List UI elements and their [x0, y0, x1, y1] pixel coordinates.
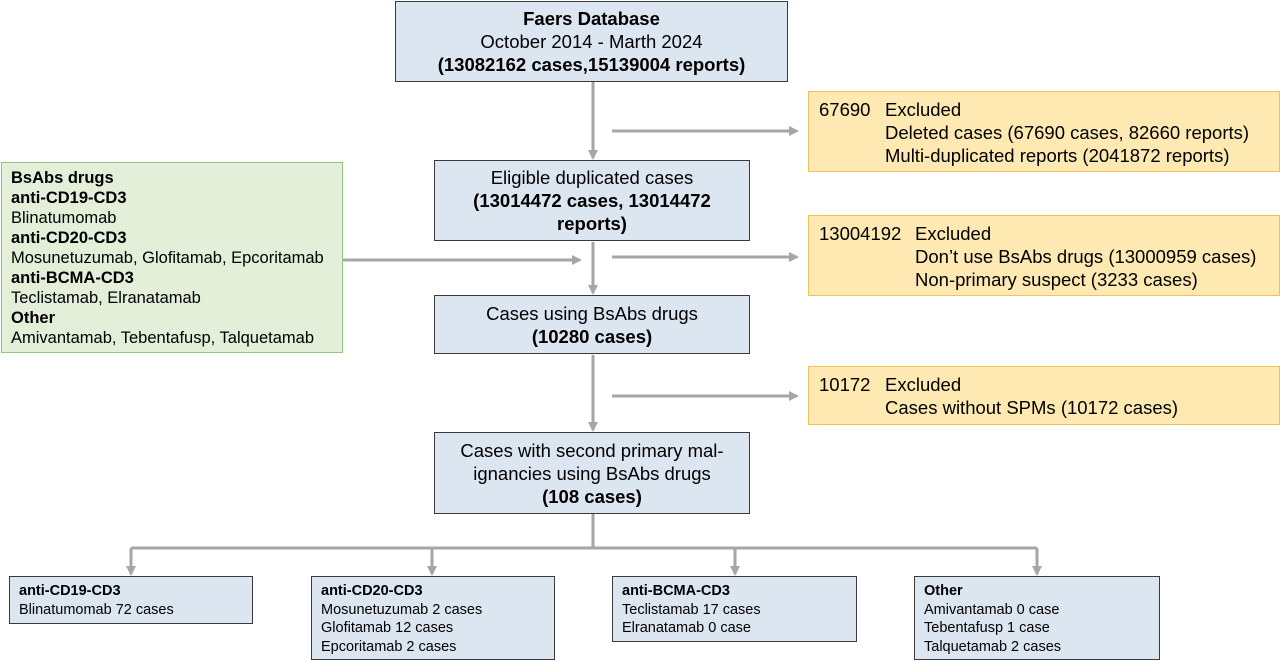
drug-group-drugs: Mosunetuzumab, Glofitamab, Epcoritamab [11, 249, 324, 267]
outcome-line: Talquetamab 2 cases [924, 638, 1062, 655]
eligible-counts: (13014472 cases, 13014472 [473, 190, 711, 211]
drug-group-name: anti-CD20-CD3 [11, 229, 127, 247]
eligible-title: Eligible duplicated cases [490, 167, 694, 188]
outcome-group-name: anti-CD19-CD3 [19, 583, 121, 599]
outcome-box-other: Other Amivantamab 0 case Tebentafusp 1 c… [914, 576, 1160, 660]
bsabs-drugs-box: BsAbs drugs anti-CD19-CD3 Blinatumomab a… [1, 162, 343, 353]
excluded-2-count: 13004192 [819, 223, 902, 244]
excluded-box-2: 13004192 Excluded Don’t use BsAbs drugs … [808, 215, 1280, 296]
excluded-3-reason: Cases without SPMs (10172 cases) [885, 397, 1179, 418]
drug-group-drugs: Teclistamab, Elranatamab [11, 289, 201, 307]
spm-cases-box: Cases with second primary mal- ignancies… [434, 432, 750, 514]
outcome-line: Amivantamab 0 case [924, 601, 1060, 618]
faers-counts: (13082162 cases,15139004 reports) [437, 54, 746, 75]
outcome-group-name: anti-CD20-CD3 [321, 583, 423, 599]
outcome-line: Teclistamab 17 cases [622, 601, 761, 618]
spm-title: Cases with second primary mal- [460, 439, 724, 461]
outcome-group-name: anti-BCMA-CD3 [622, 583, 730, 599]
excluded-box-1: 67690 Excluded Deleted cases (67690 case… [808, 91, 1280, 172]
outcome-line: Elranatamab 0 case [622, 620, 751, 636]
drugs-heading: BsAbs drugs [11, 169, 114, 187]
outcome-box-bcma: anti-BCMA-CD3 Teclistamab 17 cases Elran… [612, 576, 857, 642]
spm-counts: (108 cases) [542, 485, 642, 507]
drug-group-name: anti-CD19-CD3 [11, 189, 127, 207]
excluded-2-reason: Non-primary suspect (3233 cases) [915, 269, 1198, 290]
eligible-counts-cont: reports) [557, 213, 627, 234]
bsabs-cases-box: Cases using BsAbs drugs (10280 cases) [434, 295, 750, 354]
excluded-1-reason: Multi-duplicated reports (2041872 report… [885, 145, 1230, 166]
drug-group-drugs: Amivantamab, Tebentafusp, Talquetamab [11, 329, 315, 347]
excluded-1-label: Excluded [885, 99, 962, 120]
outcome-box-cd19: anti-CD19-CD3 Blinatumomab 72 cases [9, 576, 253, 624]
drug-group-drugs: Blinatumomab [11, 209, 117, 227]
faers-title: Faers Database [523, 8, 660, 29]
excluded-box-3: 10172 Excluded Cases without SPMs (10172… [808, 366, 1280, 425]
drug-group-name: Other [11, 309, 56, 327]
outcome-line: Blinatumomab 72 cases [19, 601, 174, 618]
excluded-3-count: 10172 [819, 374, 871, 395]
outcome-line: Mosunetuzumab 2 cases [321, 601, 483, 618]
faers-database-box: Faers Database October 2014 - Marth 2024… [395, 1, 788, 82]
excluded-3-label: Excluded [885, 374, 962, 395]
outcome-line: Glofitamab 12 cases [321, 620, 454, 636]
outcome-line: Epcoritamab 2 cases [321, 638, 457, 655]
outcome-group-name: Other [924, 583, 963, 599]
excluded-2-label: Excluded [915, 223, 992, 244]
bsabs-title: Cases using BsAbs drugs [486, 302, 698, 324]
spm-title-cont: ignancies using BsAbs drugs [473, 462, 711, 484]
excluded-1-count: 67690 [819, 99, 871, 120]
outcome-line: Tebentafusp 1 case [924, 620, 1050, 636]
outcome-box-cd20: anti-CD20-CD3 Mosunetuzumab 2 cases Glof… [311, 576, 555, 660]
bsabs-counts: (10280 cases) [531, 325, 653, 347]
excluded-2-reason: Don’t use BsAbs drugs (13000959 cases) [915, 246, 1257, 267]
eligible-cases-box: Eligible duplicated cases (13014472 case… [434, 160, 750, 241]
excluded-1-reason: Deleted cases (67690 cases, 82660 report… [885, 122, 1250, 143]
drug-group-name: anti-BCMA-CD3 [11, 269, 134, 287]
faers-period: October 2014 - Marth 2024 [480, 31, 703, 52]
